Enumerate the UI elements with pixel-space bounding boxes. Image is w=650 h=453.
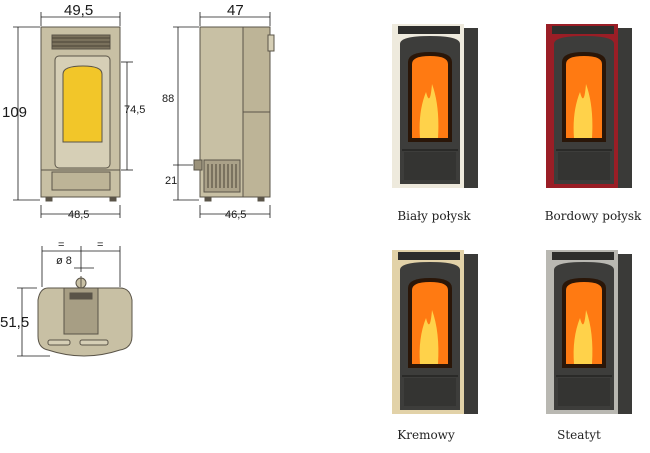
stove-variant-image xyxy=(388,248,480,418)
flue-diameter-label: ø 8 xyxy=(56,255,72,267)
stove-variant-label: Bordowy połysk xyxy=(544,209,642,223)
top-depth-label: 51,5 xyxy=(0,314,30,331)
stove-variant-label: Steatyt xyxy=(557,428,601,442)
side-depth-top-label: 47 xyxy=(227,2,244,19)
front-height-label: 109 xyxy=(2,104,28,121)
stove-variant-image xyxy=(542,22,634,192)
side-flue-height-label: 88 xyxy=(162,93,175,105)
stove-variant-image xyxy=(388,22,480,192)
front-width-bottom-label: 48,5 xyxy=(68,209,90,221)
front-width-top-label: 49,5 xyxy=(64,2,94,19)
top-view xyxy=(37,276,133,357)
front-view xyxy=(40,26,121,202)
top-dimension-lines xyxy=(17,246,121,357)
dimension-drawing xyxy=(13,12,275,357)
front-dimension-lines xyxy=(13,12,133,218)
stove-variant-label: Kremowy xyxy=(397,428,455,442)
side-view xyxy=(193,26,275,202)
equal-mark-right: = xyxy=(97,239,104,251)
stove-variant-image xyxy=(542,248,634,418)
technical-drawings: 49,5 109 74,5 48,5 47 88 21 46,5 = = ø 8… xyxy=(0,2,275,357)
front-door-height-label: 74,5 xyxy=(124,104,146,116)
equal-mark-left: = xyxy=(58,239,65,251)
stove-variant-label: Biały połysk xyxy=(397,209,471,223)
side-inlet-height-label: 21 xyxy=(165,175,178,187)
side-depth-bottom-label: 46,5 xyxy=(225,209,247,221)
side-dimension-lines xyxy=(173,12,271,218)
